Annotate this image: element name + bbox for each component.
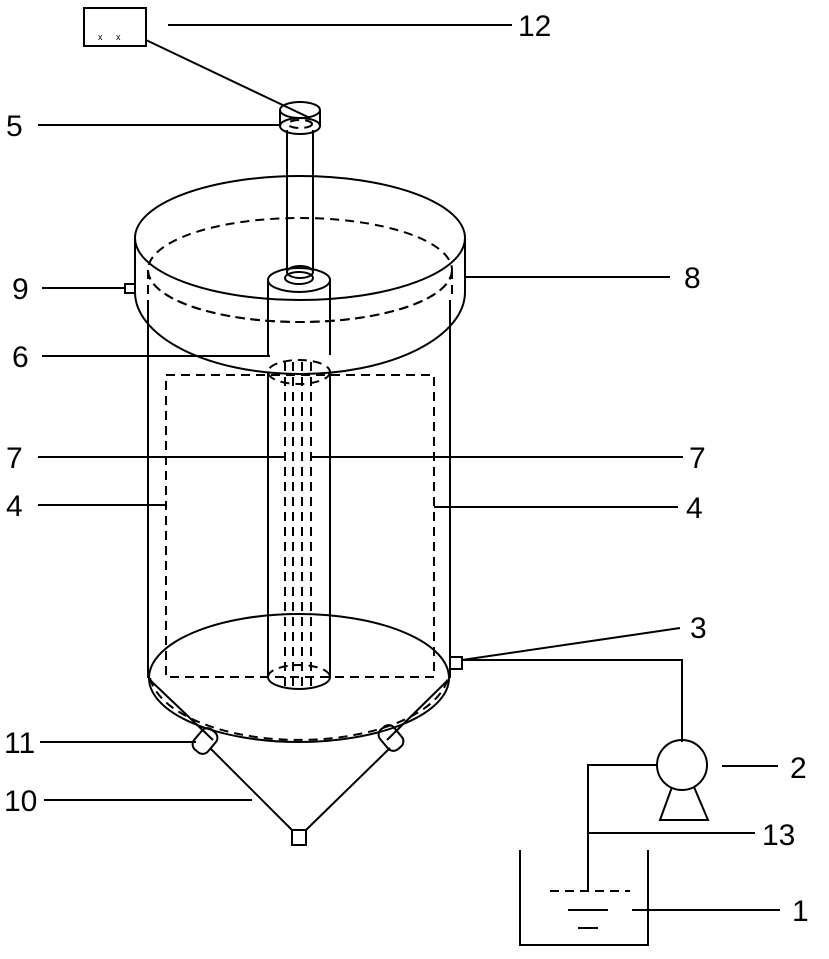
inner-rod <box>286 130 314 279</box>
electrodes <box>284 362 312 690</box>
top-cap <box>279 101 321 135</box>
svg-text:x: x <box>98 32 103 42</box>
power-cable <box>145 39 311 119</box>
label-4-right: 4 <box>686 492 703 525</box>
top-basin <box>134 175 466 375</box>
label-9: 9 <box>12 273 29 306</box>
water-tank <box>519 850 649 946</box>
pump <box>656 739 710 821</box>
central-tube <box>267 267 331 690</box>
suction-pipe <box>587 764 657 890</box>
label-5: 5 <box>6 110 23 143</box>
label-11: 11 <box>4 727 35 760</box>
valve-right <box>377 724 405 752</box>
leader-lines <box>38 24 780 911</box>
power-supply-box: x x <box>83 7 147 47</box>
label-4-left: 4 <box>6 490 23 523</box>
label-1: 1 <box>792 895 809 928</box>
label-7-left: 7 <box>6 442 23 475</box>
svg-text:x: x <box>116 32 121 42</box>
label-6: 6 <box>12 341 29 374</box>
valve-left <box>191 727 219 755</box>
inlet-port <box>449 656 463 670</box>
label-13: 13 <box>762 819 795 852</box>
inlet-pipe <box>462 659 683 742</box>
outer-vessel <box>147 300 451 743</box>
label-2: 2 <box>790 752 807 785</box>
label-8: 8 <box>684 262 701 295</box>
label-10: 10 <box>4 785 37 818</box>
label-3: 3 <box>690 612 707 645</box>
overflow-port <box>124 283 136 294</box>
label-7-right: 7 <box>689 442 706 475</box>
label-12: 12 <box>518 10 551 43</box>
conical-bottom <box>149 679 449 846</box>
